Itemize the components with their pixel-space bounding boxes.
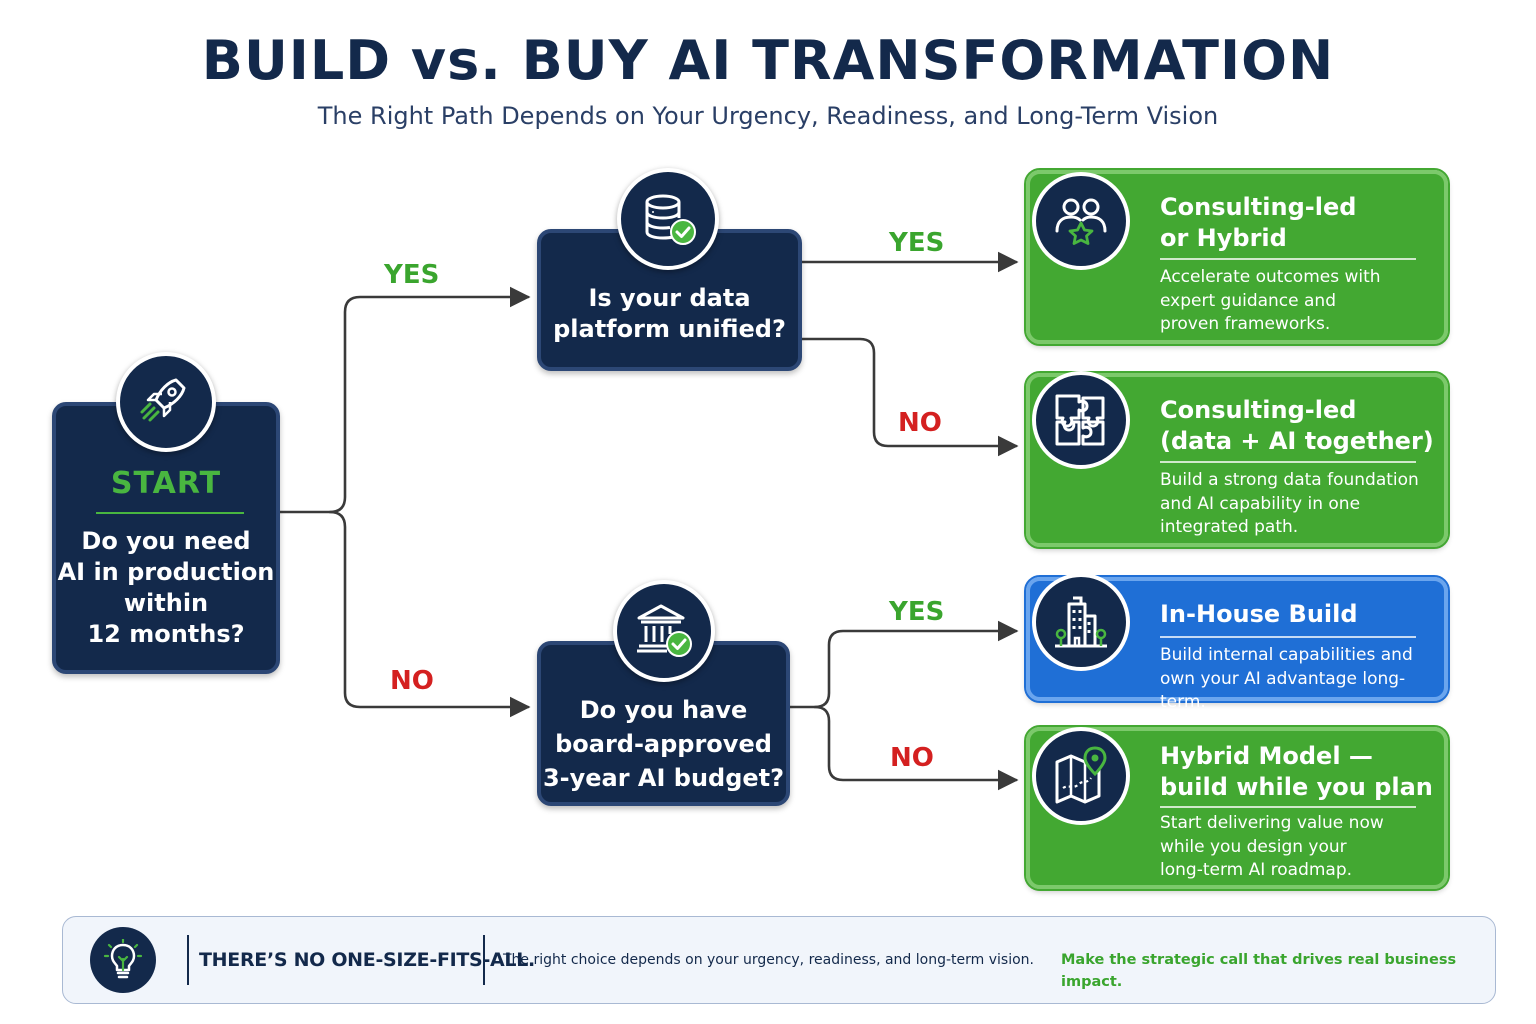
outcome-title-line: Consulting-led (1160, 396, 1357, 424)
footer-cta: Make the strategic call that drives real… (1061, 952, 1457, 990)
budget-question: Do you have board-approved 3-year AI bud… (541, 693, 786, 795)
start-label: START (110, 466, 222, 501)
outcome-title-line: In-House Build (1160, 600, 1358, 628)
start-question: Do you need AI in production within 12 m… (56, 526, 276, 650)
outcome-title: Consulting-led or Hybrid (1160, 192, 1356, 254)
outcome-desc-line: long-term AI roadmap. (1160, 860, 1353, 880)
branch-label-start-no: NO (390, 666, 434, 696)
outcome-title-line: Consulting-led (1160, 193, 1357, 221)
footer-banner: THERE’S NO ONE-SIZE-FITS-ALL. The right … (62, 916, 1496, 1004)
start-question-line: Do you need (81, 527, 251, 555)
outcome-title: Hybrid Model — build while you plan (1160, 741, 1433, 803)
outcome-desc-line: Build internal capabilities and (1160, 645, 1413, 665)
building-icon (1032, 573, 1130, 671)
outcome-desc-line: Build a strong data foundation (1160, 470, 1419, 490)
database-check-icon (617, 168, 719, 270)
start-question-line: within (123, 589, 209, 617)
outcome-rule (1160, 258, 1416, 260)
footer-body: The right choice depends on your urgency… (503, 952, 1034, 968)
outcome-desc-line: integrated path. (1160, 517, 1299, 537)
connector-budget-no (813, 705, 1019, 791)
lightbulb-icon (90, 927, 156, 993)
team-star-icon (1032, 172, 1130, 270)
question-line: board-approved (555, 730, 772, 758)
footer-divider (483, 935, 485, 985)
outcome-title-line: build while you plan (1160, 773, 1433, 801)
outcome-description: Start delivering value now while you des… (1160, 812, 1384, 883)
outcome-desc-line: and AI capability in one (1160, 493, 1361, 514)
footer-headline: THERE’S NO ONE-SIZE-FITS-ALL. (199, 949, 535, 971)
page-title: BUILD vs. BUY AI TRANSFORMATION (201, 29, 1335, 92)
start-question-line: 12 months? (87, 620, 245, 648)
outcome-rule (1160, 806, 1416, 808)
bank-check-icon (613, 580, 715, 682)
outcome-title: In-House Build (1160, 599, 1358, 630)
outcome-title-line: (data + AI together) (1160, 427, 1434, 455)
question-line: platform unified? (553, 315, 786, 343)
outcome-title-line: or Hybrid (1160, 224, 1287, 252)
outcome-desc-line: proven frameworks. (1160, 314, 1331, 334)
question-line: Do you have (579, 696, 748, 724)
connector-start-yes (278, 286, 531, 514)
outcome-consulting-or-hybrid: Consulting-led or Hybrid Accelerate outc… (1024, 168, 1450, 346)
start-rule (96, 512, 244, 514)
connector-data-no (800, 337, 1019, 457)
outcome-rule (1160, 461, 1416, 463)
outcome-description: Build a strong data foundation and AI ca… (1160, 469, 1419, 540)
branch-label-start-yes: YES (384, 260, 440, 290)
outcome-desc-line: own your AI advantage long-term. (1160, 668, 1406, 713)
page-subtitle: The Right Path Depends on Your Urgency, … (317, 102, 1219, 130)
outcome-hybrid-model: Hybrid Model — build while you plan Star… (1024, 725, 1450, 891)
connector-start-no (328, 510, 531, 718)
outcome-title-line: Hybrid Model — (1160, 742, 1373, 770)
outcome-desc-line: Accelerate outcomes with (1160, 267, 1381, 287)
outcome-desc-line: while you design your (1160, 836, 1347, 857)
outcome-consulting-data-ai: Consulting-led (data + AI together) Buil… (1024, 371, 1450, 549)
outcome-description: Accelerate outcomes with expert guidance… (1160, 266, 1381, 337)
outcome-description: Build internal capabilities and own your… (1160, 644, 1444, 715)
connector-budget-yes (788, 620, 1019, 709)
question-line: Is your data (588, 284, 751, 312)
footer-divider (187, 935, 189, 985)
puzzle-icon (1032, 371, 1130, 469)
branch-label-budget-no: NO (890, 743, 934, 773)
outcome-desc-line: expert guidance and (1160, 290, 1336, 311)
start-question-line: AI in production (57, 558, 275, 586)
rocket-icon (116, 352, 216, 452)
data-platform-question: Is your data platform unified? (541, 283, 798, 345)
outcome-in-house-build: In-House Build Build internal capabiliti… (1024, 573, 1450, 712)
question-line: 3-year AI budget? (542, 764, 785, 792)
branch-label-data-no: NO (898, 408, 942, 438)
branch-label-budget-yes: YES (889, 597, 945, 627)
outcome-title: Consulting-led (data + AI together) (1160, 395, 1434, 457)
map-pin-icon (1032, 727, 1130, 825)
outcome-rule (1160, 636, 1416, 638)
outcome-desc-line: Start delivering value now (1160, 813, 1384, 833)
branch-label-data-yes: YES (889, 228, 945, 258)
